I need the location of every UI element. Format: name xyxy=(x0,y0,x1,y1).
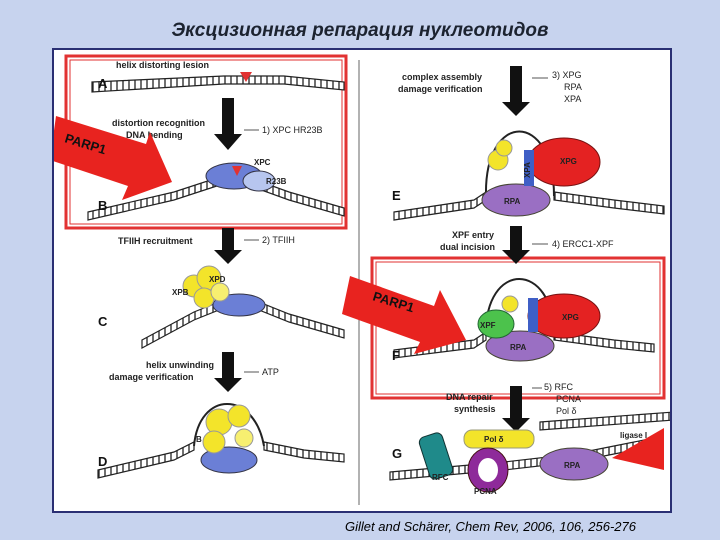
stage-label-b: B xyxy=(98,198,107,213)
label-hr23b: R23B xyxy=(266,177,287,186)
label-rpa-f: RPA xyxy=(510,343,527,352)
xpc-protein-d xyxy=(200,446,258,474)
citation: Gillet and Schärer, Chem Rev, 2006, 106,… xyxy=(345,519,636,534)
pol-delta-protein xyxy=(463,429,535,449)
flow-arrow-6 xyxy=(510,386,522,420)
label-helix-unwinding: helix unwinding xyxy=(146,360,214,370)
step-5-line3: Pol δ xyxy=(556,406,577,416)
label-damage-verification-right: damage verification xyxy=(398,84,483,94)
lesion-marker-a xyxy=(240,72,252,82)
label-xpf: XPF xyxy=(480,321,496,330)
step-5-line2: PCNA xyxy=(556,394,581,404)
flow-arrow-5 xyxy=(510,226,522,252)
label-ligase: ligase I xyxy=(620,431,647,440)
stage-label-e: E xyxy=(392,188,401,203)
flow-arrow-2 xyxy=(222,228,234,252)
hr23b-protein xyxy=(242,170,276,192)
label-xpa-e: XPA xyxy=(523,162,532,178)
label-dual-incision: dual incision xyxy=(440,242,495,252)
ner-pathway-diagram: helix distorting lesion A distortion rec… xyxy=(50,54,675,505)
label-dna-repair: DNA repair xyxy=(446,392,493,402)
rpa-protein-e xyxy=(481,183,551,217)
label-xpf-entry: XPF entry xyxy=(452,230,494,240)
stage-label-g: G xyxy=(392,446,402,461)
label-distortion-recognition: distortion recognition xyxy=(112,118,205,128)
stage-label-c: C xyxy=(98,314,108,329)
label-damage-verification-left: damage verification xyxy=(109,372,194,382)
ligase-arrow xyxy=(612,428,664,470)
parp1-arrow-upper: PARP1 xyxy=(50,116,172,200)
label-helix-lesion: helix distorting lesion xyxy=(116,60,209,70)
label-xpc: XPC xyxy=(254,158,271,167)
rpa-protein-f xyxy=(485,330,555,362)
dna-strand-a xyxy=(91,75,345,93)
step-2-label: 2) TFIIH xyxy=(262,235,295,245)
step-atp-label: ATP xyxy=(262,367,279,377)
step-3-line3: XPA xyxy=(564,94,581,104)
dna-strand-d-left xyxy=(97,441,195,479)
label-pol: Pol δ xyxy=(484,435,504,444)
step-3-line2: RPA xyxy=(564,82,582,92)
stage-label-d: D xyxy=(98,454,107,469)
label-rpa-e: RPA xyxy=(504,197,521,206)
step-1-label: 1) XPC HR23B xyxy=(262,125,323,135)
label-xpb: XPB xyxy=(172,288,189,297)
parp1-arrow-lower: PARP1 xyxy=(342,276,466,354)
label-complex-assembly: complex assembly xyxy=(402,72,482,82)
label-protein-b: B xyxy=(196,435,202,444)
label-pcna: PCNA xyxy=(474,487,497,496)
label-synthesis: synthesis xyxy=(454,404,496,414)
label-dna-bending: DNA bending xyxy=(126,130,183,140)
label-rfc: RFC xyxy=(432,473,449,482)
xpc-protein-c xyxy=(212,293,266,317)
slide-title: Эксцизионная репарация нуклеотидов xyxy=(171,20,549,41)
rfc-protein xyxy=(418,432,454,480)
lesion-marker-b xyxy=(232,166,242,176)
dna-strand-e-left xyxy=(393,190,487,221)
flow-arrow-1 xyxy=(222,98,234,136)
xpf-protein-f xyxy=(477,309,515,339)
xpa-protein-f xyxy=(528,298,538,332)
tfiih-complex-d xyxy=(202,404,254,454)
dna-bubble-d xyxy=(193,403,265,447)
step-3-line1: 3) XPG xyxy=(552,70,582,80)
stage-label-a: A xyxy=(98,76,108,91)
step-4-label: 4) ERCC1-XPF xyxy=(552,239,614,249)
dna-strand-d-right xyxy=(263,441,345,463)
label-xpg-e: XPG xyxy=(560,157,577,166)
stage-label-f: F xyxy=(392,348,400,363)
label-tfiih-recruitment: TFIIH recruitment xyxy=(118,236,193,246)
rpa-protein-g xyxy=(539,447,609,481)
label-rpa-g: RPA xyxy=(564,461,581,470)
flow-arrow-4 xyxy=(510,66,522,104)
tfiih-complex-c xyxy=(182,265,230,309)
diagram-panel: helix distorting lesion A distortion rec… xyxy=(50,48,675,513)
flow-arrow-3 xyxy=(222,352,234,380)
step-5-line1: 5) RFC xyxy=(544,382,574,392)
label-xpg-f: XPG xyxy=(562,313,579,322)
dna-strand-f-right xyxy=(553,331,655,353)
label-xpd: XPD xyxy=(209,275,226,284)
dna-strand-e-right xyxy=(553,191,665,215)
xpa-protein-e xyxy=(524,150,534,186)
